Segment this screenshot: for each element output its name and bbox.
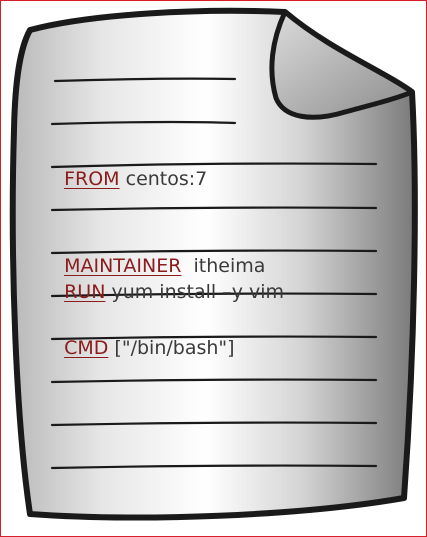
argument-from: centos:7 (119, 168, 208, 190)
rule-line (50, 162, 378, 169)
rule-line (50, 249, 378, 255)
keyword-cmd: CMD (64, 337, 109, 359)
rule-line (50, 378, 378, 384)
keyword-maintainer: MAINTAINER (64, 255, 182, 277)
rule-line (50, 206, 378, 212)
rule-line (50, 421, 378, 427)
rule-line (50, 120, 237, 126)
argument-run: yum install –y vim (105, 281, 285, 303)
rule-line (50, 335, 378, 341)
ruled-lines (50, 77, 378, 470)
argument-cmd: ["/bin/bash"] (108, 337, 235, 359)
dockerfile-line-from: FROM centos:7 (52, 146, 207, 190)
rule-line (50, 464, 378, 470)
paper-folded-corner (269, 9, 415, 120)
dockerfile-line-cmd: CMD ["/bin/bash"] (52, 315, 235, 359)
rule-line (50, 292, 378, 298)
dockerfile-line-run: RUN yum install –y vim (52, 259, 284, 303)
keyword-from: FROM (64, 168, 120, 190)
rule-line (53, 77, 237, 83)
keyword-run: RUN (64, 281, 106, 303)
dockerfile-line-maintainer: MAINTAINER itheima (52, 233, 265, 277)
argument-maintainer: itheima (181, 255, 266, 277)
